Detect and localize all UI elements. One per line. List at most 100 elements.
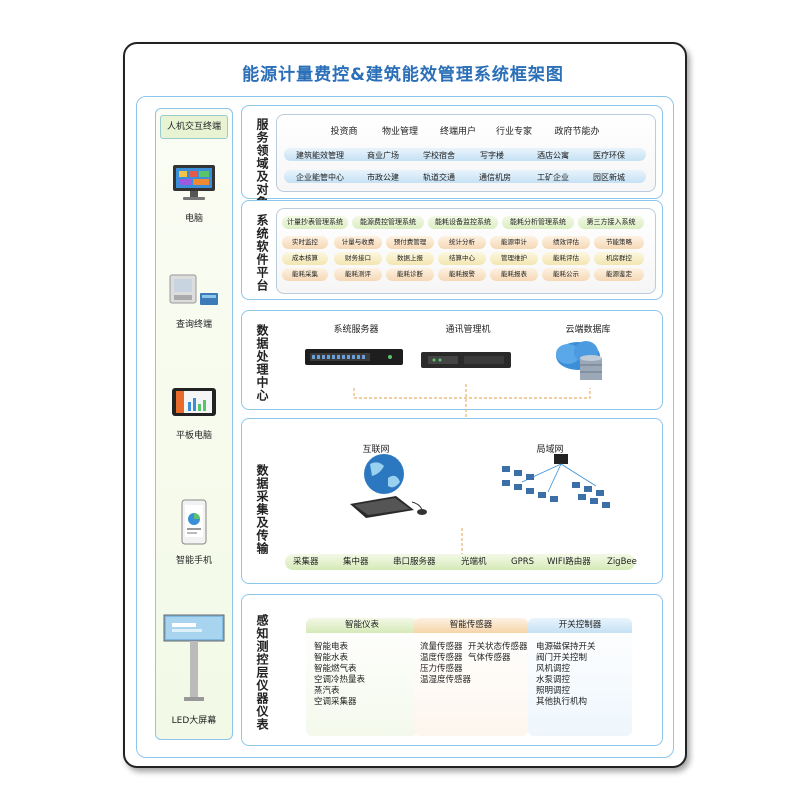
sensing-item: 流量传感器 bbox=[420, 642, 463, 652]
device-tablet: 平板电脑 bbox=[156, 386, 232, 441]
transmission-item: WIFI路由器 bbox=[547, 557, 591, 567]
service-item: 企业能管中心 bbox=[296, 173, 344, 182]
sensing-item: 蒸汽表 bbox=[314, 686, 340, 696]
sensing-list-secondary: 开关状态传感器 气体传感器 bbox=[468, 642, 528, 664]
device-label: 平板电脑 bbox=[175, 431, 212, 441]
software-section-label: 系统软件平台 bbox=[255, 214, 269, 292]
service-item: 建筑能效管理 bbox=[296, 151, 344, 160]
software-module: 节能策略 bbox=[594, 236, 644, 249]
software-module: 能耗测评 bbox=[334, 268, 382, 281]
sensing-item: 智能电表 bbox=[314, 642, 349, 652]
service-item: 投资商 bbox=[330, 127, 358, 137]
query-terminal-icon bbox=[169, 274, 218, 305]
page-title: 能源计量费控&建筑能效管理系统框架图 bbox=[242, 65, 564, 85]
processing-item-label: 通讯管理机 bbox=[445, 325, 491, 335]
sensing-item: 空调采集器 bbox=[314, 697, 357, 707]
service-item: 学校宿舍 bbox=[423, 151, 455, 160]
service-item: 写字楼 bbox=[480, 151, 504, 160]
sensing-list: 流量传感器 温度传感器 压力传感器 温湿度传感器 bbox=[420, 642, 471, 686]
transmission-item: 光端机 bbox=[461, 557, 487, 567]
desktop-computer-icon bbox=[173, 165, 215, 200]
service-item: 酒店公寓 bbox=[537, 151, 569, 160]
software-module: 财务接口 bbox=[334, 252, 382, 265]
service-item: 物业管理 bbox=[381, 127, 418, 137]
service-item: 医疗环保 bbox=[593, 151, 625, 160]
sensing-column-header: 智能仪表 bbox=[306, 618, 418, 633]
software-module: 能源审计 bbox=[490, 236, 538, 249]
sensing-item: 照明调控 bbox=[536, 686, 571, 696]
sensing-item: 智能水表 bbox=[314, 653, 349, 663]
software-system: 能源费控管理系统 bbox=[352, 216, 424, 229]
billboard-icon bbox=[163, 614, 225, 701]
device-label: 电脑 bbox=[184, 214, 203, 224]
sensing-item: 其他执行机构 bbox=[536, 697, 588, 707]
communication-manager-icon bbox=[421, 352, 511, 368]
collection-connection-lines bbox=[461, 528, 463, 554]
transmission-item: ZigBee bbox=[607, 557, 637, 567]
software-module: 管理维护 bbox=[490, 252, 538, 265]
sensing-item: 水泵调控 bbox=[536, 675, 571, 685]
service-item: 轨道交通 bbox=[423, 173, 455, 182]
smartphone-icon bbox=[181, 499, 207, 545]
transmission-item: 串口服务器 bbox=[393, 557, 436, 567]
internet-label: 互联网 bbox=[362, 445, 390, 455]
software-system: 能耗设备监控系统 bbox=[428, 216, 498, 229]
software-module: 能源鉴定 bbox=[594, 268, 644, 281]
lan-label: 局域网 bbox=[536, 445, 564, 455]
transmission-item: 采集器 bbox=[293, 557, 319, 567]
sensing-item: 风机调控 bbox=[536, 664, 571, 674]
software-module: 结算中心 bbox=[438, 252, 486, 265]
processing-item-label: 云端数据库 bbox=[565, 325, 611, 335]
sensing-list: 智能电表 智能水表 智能燃气表 空调冷热量表 蒸汽表 空调采集器 bbox=[314, 642, 365, 708]
software-system: 能耗分析管理系统 bbox=[502, 216, 574, 229]
sensing-item: 温度传感器 bbox=[420, 653, 463, 663]
lan-network-icon bbox=[502, 454, 610, 508]
processing-item-label: 系统服务器 bbox=[333, 325, 379, 335]
sensing-column-controllers: 开关控制器 电源磁保持开关 阀门开关控制 风机调控 水泵调控 照明调控 其他执行… bbox=[528, 618, 632, 736]
hmi-panel-header: 人机交互终端 bbox=[160, 115, 228, 139]
sensing-item: 温湿度传感器 bbox=[420, 675, 472, 685]
system-server-icon bbox=[305, 349, 403, 365]
service-item: 市政公建 bbox=[367, 173, 399, 182]
sensing-item: 电源磁保持开关 bbox=[536, 642, 596, 652]
sensing-item: 空调冷热量表 bbox=[314, 675, 366, 685]
software-module: 计量与收费 bbox=[334, 236, 382, 249]
sensing-section-label: 感知测控层仪器仪表 bbox=[255, 614, 269, 731]
software-module: 机房群控 bbox=[594, 252, 644, 265]
service-item: 通信机房 bbox=[479, 173, 511, 182]
cloud-database-icon bbox=[556, 341, 602, 380]
sensing-item: 阀门开关控制 bbox=[536, 653, 588, 663]
diagram-outer-frame bbox=[136, 96, 674, 758]
software-module: 能耗报表 bbox=[490, 268, 538, 281]
sensing-column-header: 开关控制器 bbox=[528, 618, 632, 633]
service-row-bar bbox=[284, 170, 646, 183]
sensing-column-header: 智能传感器 bbox=[414, 618, 528, 633]
service-row-bar bbox=[284, 148, 646, 161]
device-label: 查询终端 bbox=[175, 320, 212, 330]
device-led-screen: LED大屏幕 bbox=[156, 609, 232, 726]
device-label: 智能手机 bbox=[175, 556, 212, 566]
collection-section-label: 数据采集及传输 bbox=[255, 464, 269, 555]
tablet-icon bbox=[172, 388, 216, 416]
device-smartphone: 智能手机 bbox=[156, 499, 232, 566]
software-module: 实时监控 bbox=[282, 236, 328, 249]
sensing-item: 智能燃气表 bbox=[314, 664, 357, 674]
service-item: 工矿企业 bbox=[537, 173, 569, 182]
software-module: 能耗报警 bbox=[438, 268, 486, 281]
hmi-terminal-panel: 人机交互终端 电脑 查询终端 平板电脑 bbox=[155, 108, 233, 740]
transmission-item: GPRS bbox=[511, 557, 535, 567]
sensing-item: 开关状态传感器 bbox=[468, 642, 528, 652]
processing-section-label: 数据处理中心 bbox=[255, 324, 269, 402]
sensing-list: 电源磁保持开关 阀门开关控制 风机调控 水泵调控 照明调控 其他执行机构 bbox=[536, 642, 596, 708]
device-label: LED大屏幕 bbox=[171, 716, 217, 726]
internet-globe-icon bbox=[350, 454, 427, 518]
software-module: 统计分析 bbox=[438, 236, 486, 249]
software-module: 能耗评估 bbox=[542, 252, 590, 265]
service-item: 行业专家 bbox=[495, 127, 532, 137]
software-module: 数据上报 bbox=[386, 252, 434, 265]
software-module: 能耗公示 bbox=[542, 268, 590, 281]
device-query-terminal: 查询终端 bbox=[156, 273, 232, 330]
service-item: 商业广场 bbox=[367, 151, 399, 160]
service-item: 园区新城 bbox=[593, 173, 625, 182]
processing-connection-lines bbox=[353, 384, 591, 420]
